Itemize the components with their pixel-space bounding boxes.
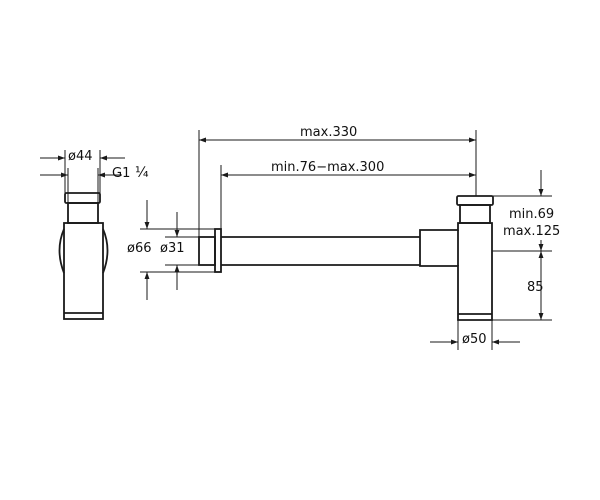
label-max125: max.125 [503, 224, 560, 239]
trap-body [419, 222, 493, 321]
side-view [40, 150, 125, 320]
side-body [63, 222, 104, 320]
label-d66: ø66 [127, 241, 152, 256]
label-85: 85 [527, 280, 544, 295]
label-d31: ø31 [160, 241, 185, 256]
trap-cap-neck [459, 204, 491, 224]
label-min69: min.69 [509, 207, 554, 222]
side-outlet-left [58, 228, 65, 274]
side-cap-neck [67, 202, 99, 224]
label-max330: max.330 [300, 125, 357, 140]
label-g-fraction: ¼ [135, 165, 149, 181]
label-d44: ø44 [68, 149, 93, 164]
side-cap-top [64, 192, 101, 204]
trap-cap-top [456, 195, 494, 206]
side-outlet-right [102, 228, 109, 274]
label-g: G1 [112, 166, 130, 181]
label-d50: ø50 [462, 332, 487, 347]
flange-tube [198, 236, 216, 266]
label-range: min.76−max.300 [271, 160, 384, 175]
front-view [140, 130, 552, 350]
